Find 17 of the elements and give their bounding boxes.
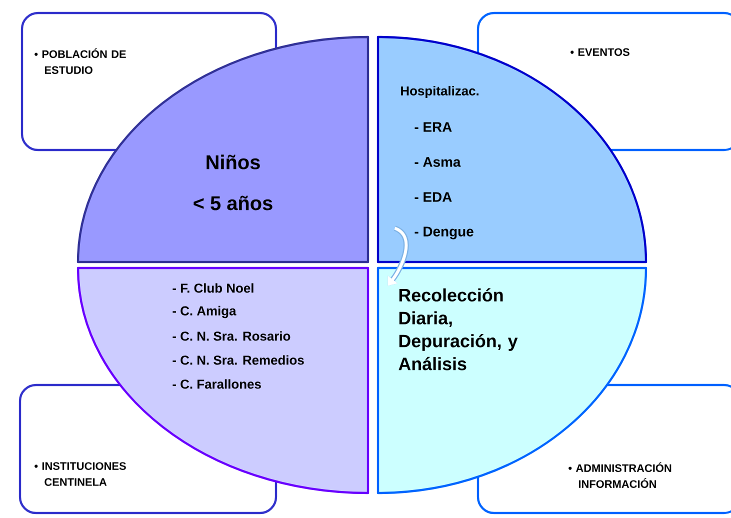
list-item: - C. Amiga xyxy=(172,306,236,318)
list-item: - Dengue xyxy=(414,226,474,240)
box-label: • ADMINISTRACIÓN INFORMACIÓN xyxy=(568,462,672,488)
box-label: • EVENTOS xyxy=(570,48,630,56)
quadrant-label: Niños xyxy=(206,154,260,170)
list-item: - F. Club Noel xyxy=(172,283,254,293)
box-label: • POBLACIÓN DE ESTUDIO xyxy=(34,48,126,74)
list-item: - Asma xyxy=(414,157,461,167)
list-item: - C. N. Sra. Remedios xyxy=(172,355,304,365)
list-item: - C. Farallones xyxy=(172,379,261,389)
list-item: Hospitalizac. xyxy=(401,86,478,98)
list-item: - C. N. Sra. Rosario xyxy=(172,331,290,341)
quadrant-label: Recolección Diaria, Depuración, y Análisis xyxy=(398,288,518,370)
quadrant-label: < 5 años xyxy=(194,196,272,210)
list-item: - EDA xyxy=(414,192,452,202)
box-label: • INSTITUCIONES CENTINELA xyxy=(34,462,126,486)
list-item: - ERA xyxy=(414,122,452,132)
